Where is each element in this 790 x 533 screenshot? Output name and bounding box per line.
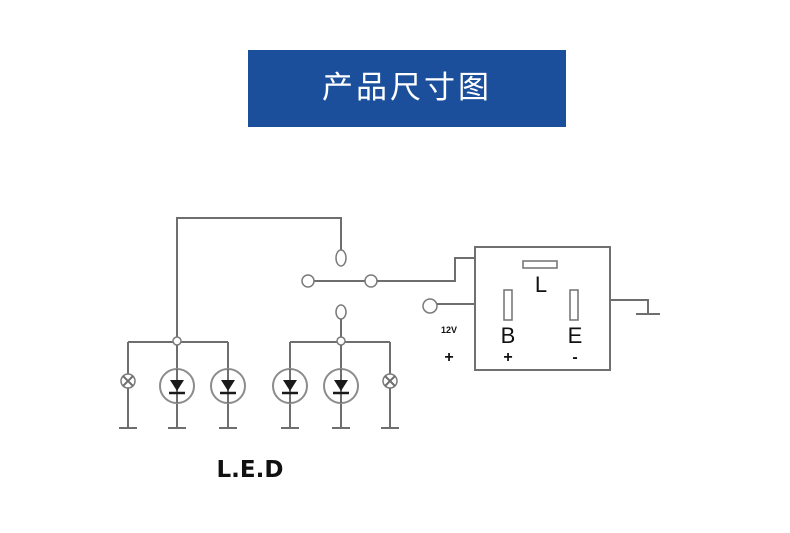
switch-right-contact <box>364 274 378 288</box>
terminal-b-slot <box>503 289 513 321</box>
led-4-diode-triangle <box>334 380 348 391</box>
supply-terminal <box>422 298 438 314</box>
switch-left-contact <box>301 274 315 288</box>
flasher-l-wire <box>377 257 475 282</box>
terminal-e-slot <box>569 289 579 321</box>
switch-lower-contact <box>335 304 347 320</box>
terminal-e-polarity: - <box>572 349 577 366</box>
switch-common-contact <box>335 249 347 267</box>
supply-voltage-label: 12V <box>441 325 457 335</box>
terminal-l-label: L <box>535 272 547 297</box>
led-label: L.E.D <box>217 457 284 483</box>
terminal-l-slot <box>522 260 558 269</box>
terminal-b-label: B <box>501 323 516 348</box>
left-group-node <box>172 336 182 346</box>
led-3-diode-triangle <box>283 380 297 391</box>
right-group-node <box>336 336 346 346</box>
right-lamp-cross-b <box>384 375 396 387</box>
ground-wire <box>610 299 649 314</box>
page-title: 产品尺寸图 <box>248 50 566 127</box>
left-lamp-cross-b <box>122 375 134 387</box>
led-2-diode-triangle <box>221 380 235 391</box>
top-feed-wire <box>176 217 342 337</box>
terminal-b-polarity: + <box>503 349 512 366</box>
terminal-e-label: E <box>568 323 583 348</box>
supply-polarity-label: + <box>444 349 453 366</box>
led-1-diode-triangle <box>170 380 184 391</box>
